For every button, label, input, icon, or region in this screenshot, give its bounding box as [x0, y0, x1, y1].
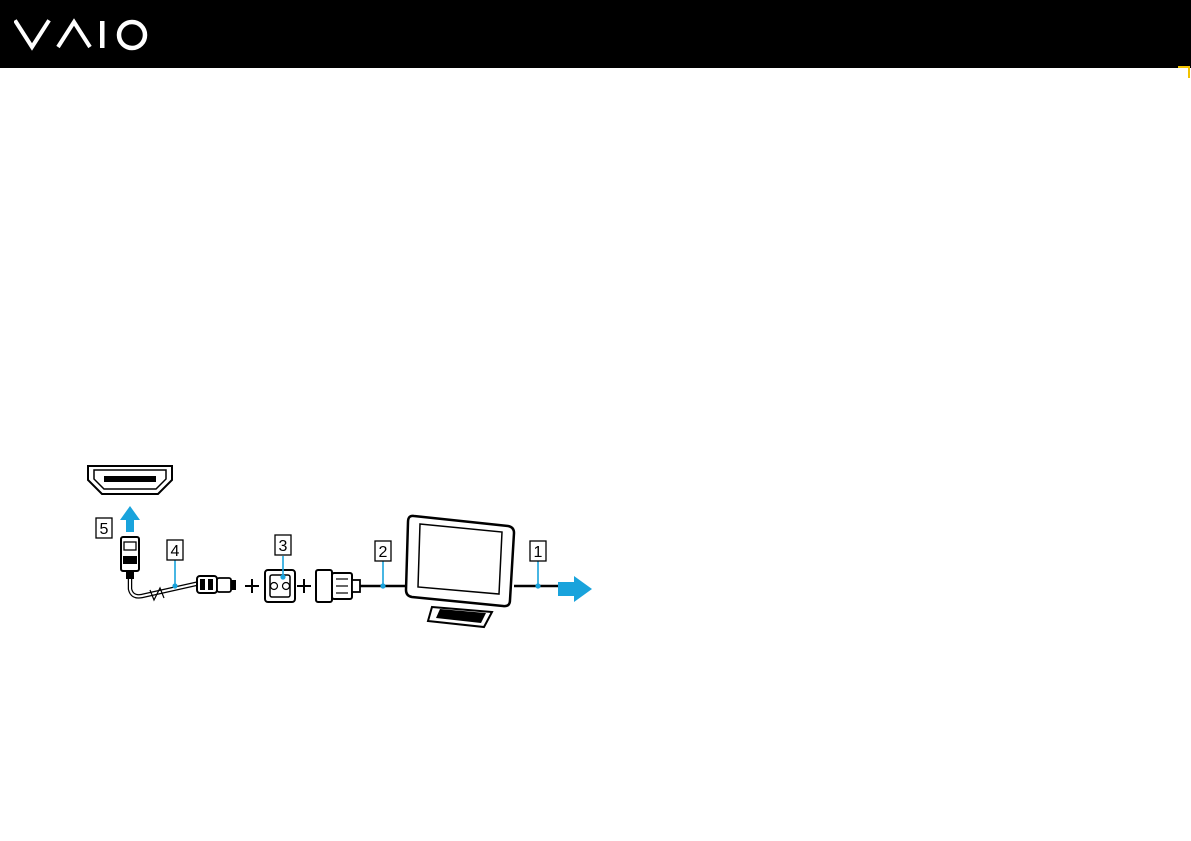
callout-1-label: 1 [534, 544, 543, 561]
callout-1: 1 [530, 541, 546, 561]
right-arrow-icon [558, 576, 592, 602]
monitor-icon [406, 516, 558, 627]
dvi-plug-icon [316, 561, 408, 602]
callout-5-label: 5 [100, 521, 109, 538]
hdmi-plug-icon [121, 537, 139, 579]
callout-2: 2 [375, 541, 391, 561]
callout-2-label: 2 [379, 544, 388, 561]
hdmi-dvi-adapter-icon [265, 556, 295, 602]
plus-sign [297, 579, 311, 593]
hdmi-cable-icon [130, 560, 236, 600]
callout-3: 3 [275, 535, 291, 555]
callout-5: 5 [96, 518, 112, 538]
callout-3-label: 3 [279, 538, 288, 555]
callout-4: 4 [167, 540, 183, 560]
plus-sign [245, 579, 259, 593]
up-arrow-icon [120, 506, 140, 532]
hdmi-port-icon [88, 466, 172, 494]
callout-4-label: 4 [171, 543, 180, 560]
